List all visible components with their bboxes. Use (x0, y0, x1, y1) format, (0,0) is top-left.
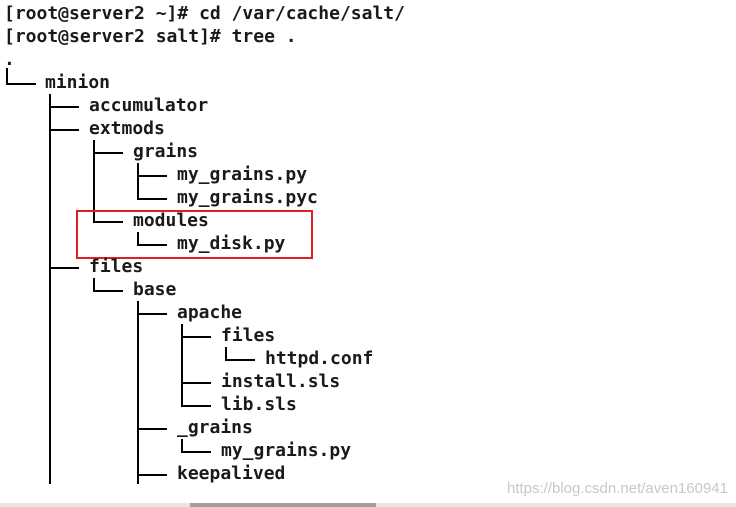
tree-item-accumulator: accumulator (89, 95, 209, 116)
tree-connector-horizontal (137, 428, 167, 430)
tree-item-base-my-grains-py: my_grains.py (221, 440, 352, 461)
tree-connector-horizontal (137, 474, 167, 476)
tree-connector-horizontal (181, 405, 211, 407)
watermark-text: https://blog.csdn.net/aven160941 (506, 480, 728, 497)
tree-root-dot: . (4, 49, 15, 70)
tree-connector-horizontal (93, 152, 123, 154)
tree-item-httpd-conf: httpd.conf (265, 348, 374, 369)
tree-item-lib-sls: lib.sls (221, 394, 297, 415)
tree-item-keepalived: keepalived (177, 463, 286, 484)
tree-item-grains: grains (133, 141, 199, 162)
tree-connector-vertical (181, 439, 183, 452)
tree-connector-horizontal (181, 336, 211, 338)
tree-item-my-grains-py: my_grains.py (177, 164, 308, 185)
tree-item-apache-files: files (221, 325, 276, 346)
tree-connector-horizontal (225, 359, 255, 361)
tree-connector-horizontal (93, 290, 123, 292)
tree-item-extmods: extmods (89, 118, 165, 139)
tree-connector-vertical (137, 232, 139, 245)
tree-item-install-sls: install.sls (221, 371, 341, 392)
tree-item-files: files (89, 256, 144, 277)
tree-connector-vertical (6, 68, 8, 84)
tree-connector-horizontal (181, 451, 211, 453)
tree-item-my-grains-pyc: my_grains.pyc (177, 187, 318, 208)
tree-item-my-disk-py: my_disk.py (177, 233, 286, 254)
tree-connector-horizontal (49, 267, 79, 269)
horizontal-scrollbar[interactable] (0, 503, 736, 507)
tree-connector-horizontal (137, 313, 167, 315)
command-line-tree: [root@server2 salt]# tree . (4, 26, 297, 47)
scrollbar-thumb[interactable] (190, 503, 376, 507)
tree-connector-vertical (93, 140, 95, 222)
highlight-box (76, 210, 313, 259)
tree-connector-vertical (225, 347, 227, 360)
tree-connector-vertical (93, 278, 95, 291)
tree-connector-horizontal (137, 198, 167, 200)
tree-item-minion: minion (45, 72, 111, 93)
tree-item-base: base (133, 279, 177, 300)
tree-connector-horizontal (6, 83, 36, 85)
tree-connector-horizontal (49, 106, 79, 108)
tree-connector-horizontal (93, 221, 123, 223)
tree-item-underscore-grains: _grains (177, 417, 253, 438)
tree-connector-horizontal (181, 382, 211, 384)
tree-connector-vertical (137, 301, 139, 484)
command-line-cd: [root@server2 ~]# cd /var/cache/salt/ (4, 3, 405, 24)
tree-connector-horizontal (137, 244, 167, 246)
tree-connector-vertical (49, 94, 51, 484)
tree-connector-vertical (181, 324, 183, 406)
tree-item-modules: modules (133, 210, 209, 231)
tree-item-apache: apache (177, 302, 243, 323)
tree-connector-horizontal (49, 129, 79, 131)
tree-connector-horizontal (137, 175, 167, 177)
tree-connector-vertical (137, 163, 139, 199)
